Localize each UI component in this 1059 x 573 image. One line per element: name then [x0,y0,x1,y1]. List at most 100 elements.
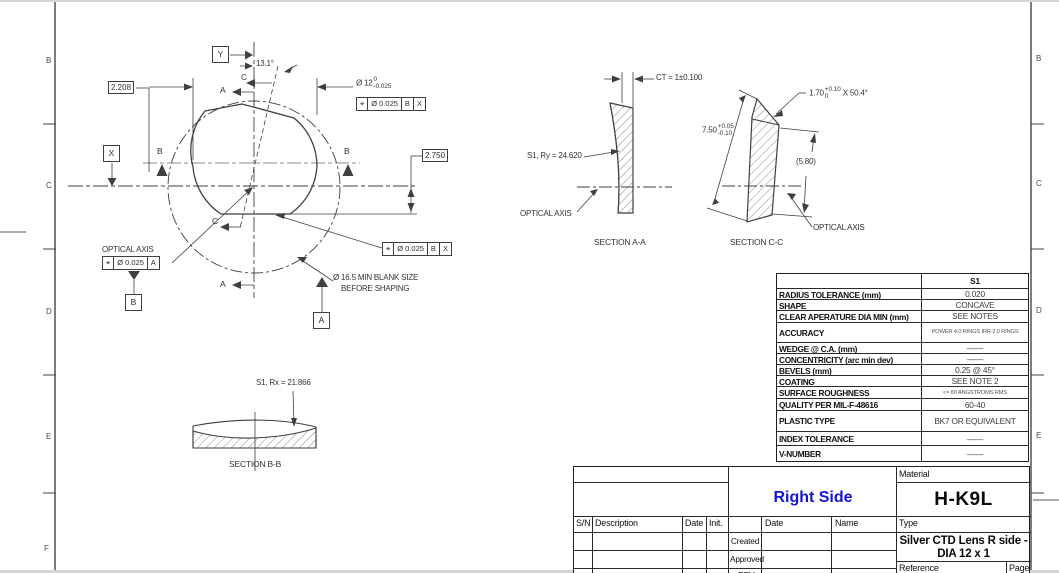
type-value-line1: Silver CTD Lens R side - [899,535,1028,547]
spec-value: —— [966,433,984,444]
fcf-tolerance: Ø 0.025 [368,98,402,110]
spec-label: SHAPE [777,299,922,311]
divider [761,516,762,573]
optical-axis-label-aa: OPTICAL AXIS [520,209,572,218]
position-symbol-icon: ⌖ [383,243,395,255]
page-edge-bottom [0,570,1059,573]
dim-2208: 2.208 [108,81,135,94]
table-row: QUALITY PER MIL-F-48616 60-40 [777,399,1028,412]
ref-width-cc: (5.80) [796,157,816,166]
tol-upper: +0.10 [824,86,841,93]
zone-letter: B [46,56,52,65]
fcf-datum-b: B [402,98,414,110]
fcf-tolerance: Ø 0.025 [394,243,428,255]
tol-upper: +0.05 [717,123,734,130]
spec-value: POWER 4.0 RINGS IRR 2.0 RINGS [931,329,1019,336]
angle-label: 13.1° [256,59,274,68]
zone-letter: C [1036,179,1042,188]
datum-b-box: B [125,294,142,311]
col-header-init: Init. [709,518,723,528]
spec-label: RADIUS TOLERANCE (mm) [777,288,922,300]
spec-value: 0.020 [965,288,985,299]
page-edge-top [0,0,1059,2]
dim-2750: 2.750 [422,149,449,162]
divider [728,467,729,573]
divider [896,482,1031,483]
spec-value: SEE NOTES [952,311,998,322]
material-value: H-K9L [934,489,993,510]
fcf-datum-x: X [442,244,448,253]
row-label-created: Created [731,536,760,546]
dia12-tolerance: 0-0.025 [373,76,392,90]
divider [896,467,897,573]
col-header-description: Description [595,518,638,528]
tol-lower: -0.10 [717,129,733,137]
spec-label: CLEAR APERATURE DIA MIN (mm) [777,310,922,322]
table-row: WEDGE @ C.A. (mm)—— [777,343,1028,355]
spec-value: CONCAVE [955,299,995,310]
table-row: BEVELS (mm)0.25 @ 45° [777,365,1028,377]
spec-label: ACCURACY [777,322,922,343]
section-arrow-c-bottom: C [212,216,218,226]
table-row: S1 [777,274,1028,289]
fcf-datum-a: A [150,258,156,267]
spec-label: QUALITY PER MIL-F-48616 [777,399,922,411]
s1-ry-label: S1, Ry = 24.620 [527,151,582,160]
section-arrow-a-bottom: A [220,279,226,289]
zone-letter: C [46,181,52,190]
main-view-linework [68,42,424,312]
spec-value: —— [966,354,984,365]
spec-label: SURFACE ROUGHNESS [777,387,922,399]
material-label: Material [899,469,930,479]
title-block: S/N Description Date Init. Right Side Da… [573,466,1031,573]
zone-letter: D [1036,306,1042,315]
surface-spec-table: S1 RADIUS TOLERANCE (mm) 0.020 SHAPE CONCA… [776,273,1029,462]
dia12-value: Ø 12 [356,78,373,88]
divider [574,550,896,551]
datum-x-box: X [103,145,120,162]
tol-lower: 0 [824,92,829,100]
tol-lower: -0.025 [373,82,392,90]
divider [706,516,707,573]
divider [574,482,728,483]
datum-y-box: Y [212,46,229,63]
spec-header: S1 [970,275,980,286]
divider [896,561,1031,562]
spec-value: BK7 OR EQUIVALENT [934,415,1016,426]
zone-letter: E [1036,431,1042,440]
ct-dimension: CT = 1±0.100 [656,73,703,82]
section-cc-caption: SECTION C-C [730,237,784,247]
spec-value: —— [966,343,984,354]
section-arrow-a-top: A [220,85,226,95]
page-label: Page [1009,563,1030,573]
divider [574,532,1031,533]
table-row: CONCENTRICITY (arc min dev)—— [777,354,1028,366]
optical-axis-label-main: OPTICAL AXIS [102,245,154,254]
section-arrow-b-right: B [344,146,350,156]
divider [574,568,896,569]
reference-label: Reference [899,563,939,573]
tol-upper: 0 [373,76,378,83]
divider [592,516,593,573]
table-row: V-NUMBER—— [777,446,1028,461]
datum-a-box: A [313,312,330,329]
position-symbol-icon: ⌖ [357,98,369,110]
section-arrow-c-top: C [241,72,247,82]
section-cc-linework [706,89,820,228]
spec-label: INDEX TOLERANCE [777,431,922,446]
spec-label: PLASTIC TYPE [777,411,922,431]
height-value: 7.50 [702,125,717,135]
zone-letter: B [1036,54,1042,63]
spec-value: 60-40 [964,399,986,410]
side-label: Right Side [773,489,853,506]
fcf-datum-x: X [416,99,422,108]
col-header-date: Date [685,518,704,528]
table-row: SHAPE CONCAVE [777,299,1028,311]
fcf-bottom-flat: ⌖ Ø 0.025 B X [382,242,452,256]
height-tolerance: +0.05-0.10 [717,123,734,137]
position-symbol-icon: ⌖ [103,257,115,269]
